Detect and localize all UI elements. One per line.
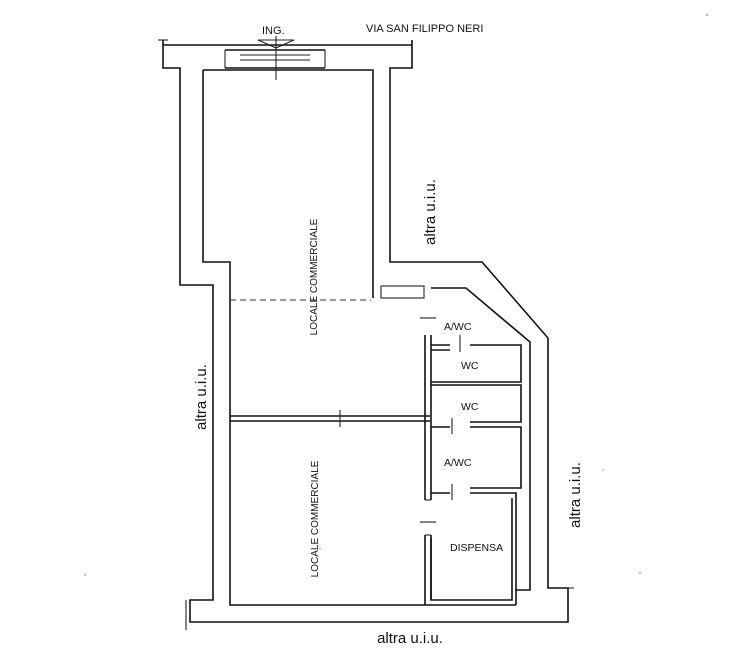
neighbor-label-south: altra u.i.u.: [377, 630, 443, 647]
service-block-walls: [420, 317, 522, 605]
entrance-label: ING.: [262, 25, 285, 37]
room-partition: [230, 410, 430, 427]
neighbor-label-east-upper: altra u.i.u.: [422, 179, 439, 245]
scan-speck: [84, 574, 86, 576]
scan-speck: [639, 572, 641, 574]
room-label-shop-north: LOCALE COMMERCIALE: [309, 218, 320, 335]
room-label-awc-2: A/WC: [444, 457, 472, 469]
scan-speck: [319, 548, 321, 550]
neighbor-label-east-lower: altra u.i.u.: [567, 462, 584, 528]
neighbor-label-west: altra u.i.u.: [193, 364, 210, 430]
entrance-opening: [224, 36, 326, 80]
scan-speck: [602, 469, 604, 471]
wall-ticks: [158, 39, 574, 630]
scan-speck: [706, 14, 708, 16]
room-label-awc-1: A/WC: [444, 321, 472, 333]
room-label-wc-2: WC: [461, 401, 479, 413]
west-wall-inner-face: [202, 70, 516, 606]
wall-niche: [380, 285, 425, 299]
room-label-wc-1: WC: [461, 360, 479, 372]
outer-wall-inner-face: [203, 69, 374, 298]
room-label-pantry: DISPENSA: [450, 542, 503, 554]
outer-wall-outer-face: [162, 40, 569, 623]
east-wall-inner-face: [431, 287, 531, 605]
room-label-shop-south: LOCALE COMMERCIALE: [310, 460, 321, 577]
street-label: VIA SAN FILIPPO NERI: [366, 23, 483, 35]
